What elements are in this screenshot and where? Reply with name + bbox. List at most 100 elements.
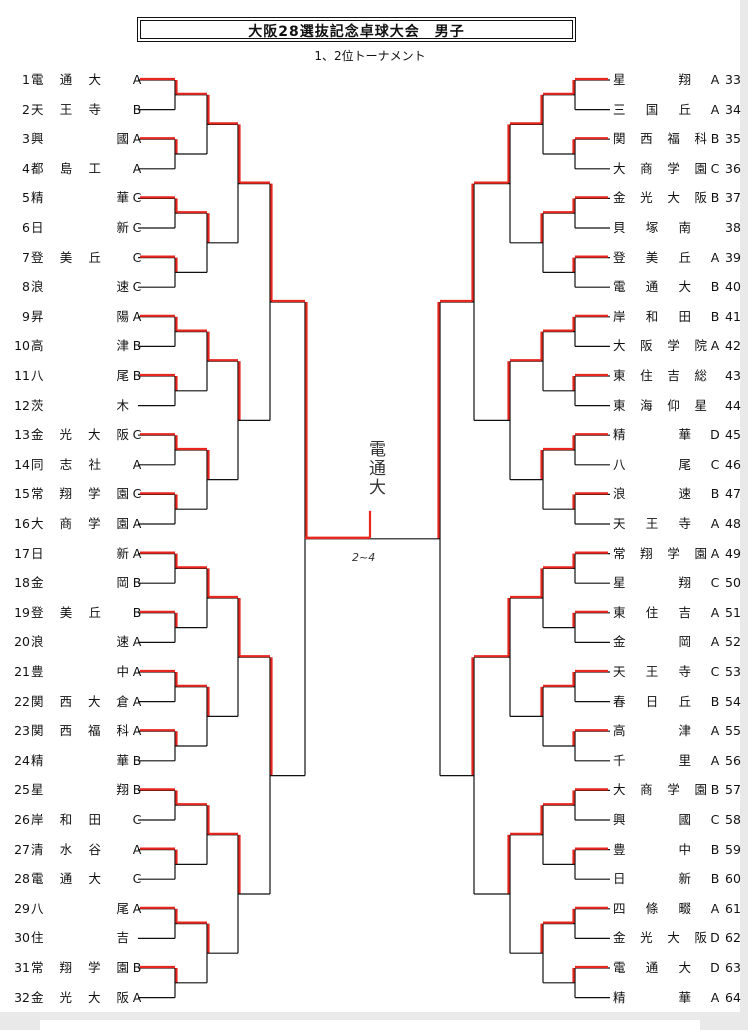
team-suffix: A (132, 693, 142, 709)
school-name: 岸和田 (613, 308, 691, 324)
school-name: 電通大 (613, 960, 691, 975)
seed-number: 37 (725, 190, 741, 206)
team-suffix: A (132, 308, 142, 324)
team-suffix: C (132, 220, 142, 235)
seed-number: 54 (725, 693, 741, 709)
seed-number: 44 (725, 397, 741, 413)
school-name: 精華 (31, 190, 129, 206)
seed-number: 53 (725, 664, 741, 679)
school-name: 同志社 (31, 456, 101, 472)
team-suffix: A (132, 456, 142, 472)
school-name: 八尾 (31, 368, 129, 383)
school-name: 精華 (31, 752, 129, 768)
team-suffix: B (710, 693, 720, 709)
school-name: 金光大阪 (31, 989, 129, 1005)
team-suffix: C (132, 871, 142, 887)
school-name: 金光大阪 (613, 190, 707, 206)
seed-number: 12 (14, 397, 30, 413)
school-name: 登美丘 (613, 249, 691, 265)
school-name: 電通大 (613, 279, 691, 295)
school-name: 星翔 (613, 72, 691, 87)
school-name: 茨木 (31, 397, 129, 413)
seed-number: 6 (22, 220, 30, 235)
seed-number: 41 (725, 308, 741, 324)
seed-number: 4 (22, 160, 30, 176)
school-name: 金岡 (613, 634, 691, 650)
seed-number: 45 (725, 427, 741, 443)
school-name: 関西大倉 (31, 693, 129, 709)
team-suffix: B (710, 486, 720, 502)
team-suffix: B (710, 871, 720, 887)
seed-number: 10 (14, 338, 30, 354)
school-name: 日新 (31, 545, 129, 561)
team-suffix: B (132, 368, 142, 383)
team-suffix: A (132, 723, 142, 739)
team-suffix: A (710, 900, 720, 916)
team-suffix: A (710, 516, 720, 531)
team-suffix: C (132, 486, 142, 502)
team-suffix: C (710, 456, 720, 472)
school-name: 貝塚南 (613, 220, 691, 235)
school-name: 興國 (31, 131, 129, 147)
tournament-bracket (138, 77, 610, 999)
team-suffix: A (710, 545, 720, 561)
seed-number: 36 (725, 160, 741, 176)
seed-number: 47 (725, 486, 741, 502)
school-name: 東住吉 (613, 604, 691, 620)
seed-number: 62 (725, 930, 741, 946)
school-name: 大阪学院 (613, 338, 707, 354)
seed-number: 43 (725, 368, 741, 383)
school-name: 電通大 (31, 72, 101, 87)
next-page-edge (40, 1020, 700, 1030)
team-suffix: A (710, 72, 720, 87)
school-name: 星翔 (31, 782, 129, 798)
seed-number: 13 (14, 427, 30, 443)
seed-number: 20 (14, 634, 30, 650)
team-suffix: A (132, 664, 142, 679)
seed-number: 23 (14, 723, 30, 739)
seed-number: 21 (14, 664, 30, 679)
team-suffix: C (132, 279, 142, 295)
seed-number: 17 (14, 545, 30, 561)
school-name: 常翔学園 (613, 545, 707, 561)
seed-number: 59 (725, 841, 741, 857)
team-suffix: A (710, 338, 720, 354)
school-name: 高津 (613, 723, 691, 739)
school-name: 天王寺 (613, 664, 691, 679)
title-box: 大阪28選抜記念卓球大会 男子 (137, 17, 576, 42)
team-suffix: C (132, 812, 142, 827)
seed-number: 51 (725, 604, 741, 620)
school-name: 関西福科 (31, 723, 129, 739)
school-name: 興國 (613, 812, 691, 827)
seed-number: 58 (725, 812, 741, 827)
team-suffix: A (132, 900, 142, 916)
school-name: 関西福科 (613, 131, 707, 147)
team-suffix: A (710, 989, 720, 1005)
school-name: 春日丘 (613, 693, 691, 709)
